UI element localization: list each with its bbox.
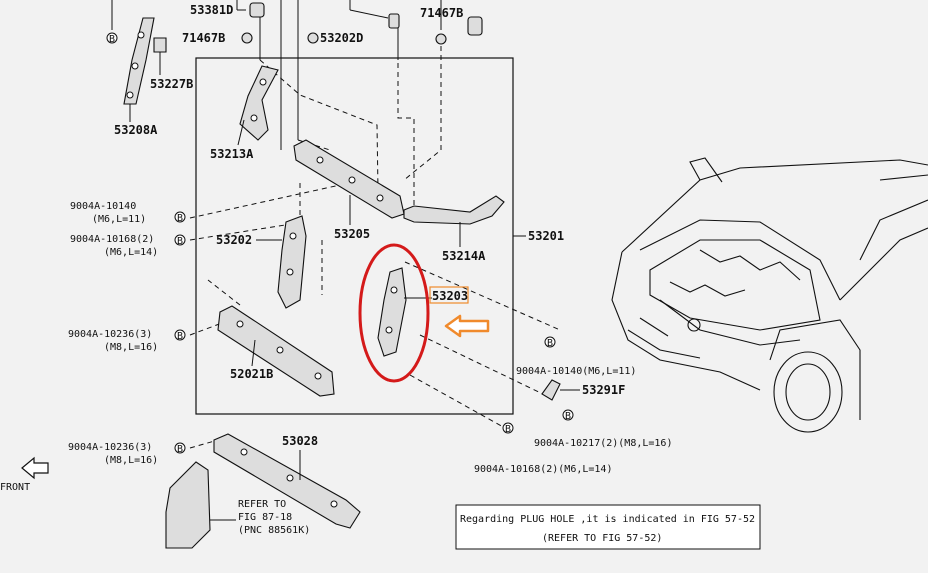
label-53291F: 53291F xyxy=(582,383,625,397)
arrow-icon xyxy=(444,314,490,338)
bolt-label-code: 9004A-10140 xyxy=(70,201,136,212)
bolt-top-center xyxy=(388,13,400,29)
bolt-label-full: 9004A-10217(2)(M8,L=16) xyxy=(534,438,672,449)
label-53201: 53201 xyxy=(528,229,564,243)
cover-53028 xyxy=(213,433,361,529)
seal-53214A xyxy=(403,195,505,247)
front-label: FRONT xyxy=(0,482,30,493)
label-53203: 53203 xyxy=(432,289,468,303)
bolt-markers: B B B B B B B B xyxy=(106,32,574,455)
svg-text:B: B xyxy=(109,34,115,45)
support-52021B xyxy=(217,305,335,397)
bolt-label-code: 9004A-10168(2) xyxy=(70,234,154,245)
refer-line-2: FIG 87-18 xyxy=(238,512,292,523)
vehicle-illustration xyxy=(611,157,928,433)
support-53203 xyxy=(377,267,432,357)
note-line-1: Regarding PLUG HOLE ,it is indicated in … xyxy=(460,514,755,525)
highlight-ellipse xyxy=(358,243,430,383)
label-53202D: 53202D xyxy=(320,31,363,45)
clip-71467B-top xyxy=(435,33,447,45)
bolt-label-spec: (M6,L=14) xyxy=(104,247,158,258)
air-duct-88561K xyxy=(165,461,236,549)
nut-53202D xyxy=(307,32,319,44)
label-71467B-left: 71467B xyxy=(182,31,225,45)
label-53213A: 53213A xyxy=(210,147,254,161)
bolt-label-spec: (M8,L=16) xyxy=(104,342,158,353)
svg-text:B: B xyxy=(177,236,183,247)
bolt-label-spec: (M8,L=16) xyxy=(104,455,158,466)
refer-line-1: REFER TO xyxy=(238,499,286,510)
label-53214A: 53214A xyxy=(442,249,486,263)
support-53202 xyxy=(256,215,307,309)
label-highlight-box xyxy=(429,286,469,304)
svg-text:B: B xyxy=(177,444,183,455)
front-arrow-icon xyxy=(21,456,49,480)
svg-text:B: B xyxy=(505,424,511,435)
svg-text:B: B xyxy=(177,213,183,224)
svg-text:B: B xyxy=(547,338,553,349)
bolt-marker: B xyxy=(544,336,556,349)
label-53381D: 53381D xyxy=(190,3,233,17)
bolt-marker: B xyxy=(174,329,186,342)
bolt-label-code: 9004A-10236(3) xyxy=(68,442,152,453)
bolt-label-code: 9004A-10236(3) xyxy=(68,329,152,340)
bolt-marker: B xyxy=(562,409,574,422)
svg-text:B: B xyxy=(565,411,571,422)
bolt-label-spec: (M6,L=11) xyxy=(92,214,146,225)
support-53205 xyxy=(293,139,405,225)
clip-53227B xyxy=(153,37,167,75)
dashed-assembly-lines xyxy=(189,24,561,449)
note-box xyxy=(455,504,761,550)
label-53208A: 53208A xyxy=(114,123,158,137)
bolt-marker: B xyxy=(106,32,118,45)
bolt-label-full: 9004A-10140(M6,L=11) xyxy=(516,366,636,377)
label-53202: 53202 xyxy=(216,233,252,247)
label-71467B-top: 71467B xyxy=(420,6,463,20)
bolt-marker: B xyxy=(174,234,186,247)
bracket-53208A xyxy=(123,17,155,122)
support-53213A xyxy=(237,65,279,146)
label-52021B: 52021B xyxy=(230,367,273,381)
note-line-2: (REFER TO FIG 57-52) xyxy=(542,533,662,544)
bolt-marker: B xyxy=(174,211,186,224)
label-53227B: 53227B xyxy=(150,77,193,91)
bolt-marker: B xyxy=(174,442,186,455)
clip-53291F xyxy=(541,379,580,401)
svg-text:B: B xyxy=(177,331,183,342)
refer-line-3: (PNC 88561K) xyxy=(238,525,310,536)
bolt-marker: B xyxy=(502,422,514,435)
cushion-53381D xyxy=(249,2,265,18)
label-53028: 53028 xyxy=(282,434,318,448)
cushion-top-right xyxy=(467,16,483,36)
clip-71467B-left xyxy=(241,32,253,44)
label-53205: 53205 xyxy=(334,227,370,241)
bolt-label-full: 9004A-10168(2)(M6,L=14) xyxy=(474,464,612,475)
